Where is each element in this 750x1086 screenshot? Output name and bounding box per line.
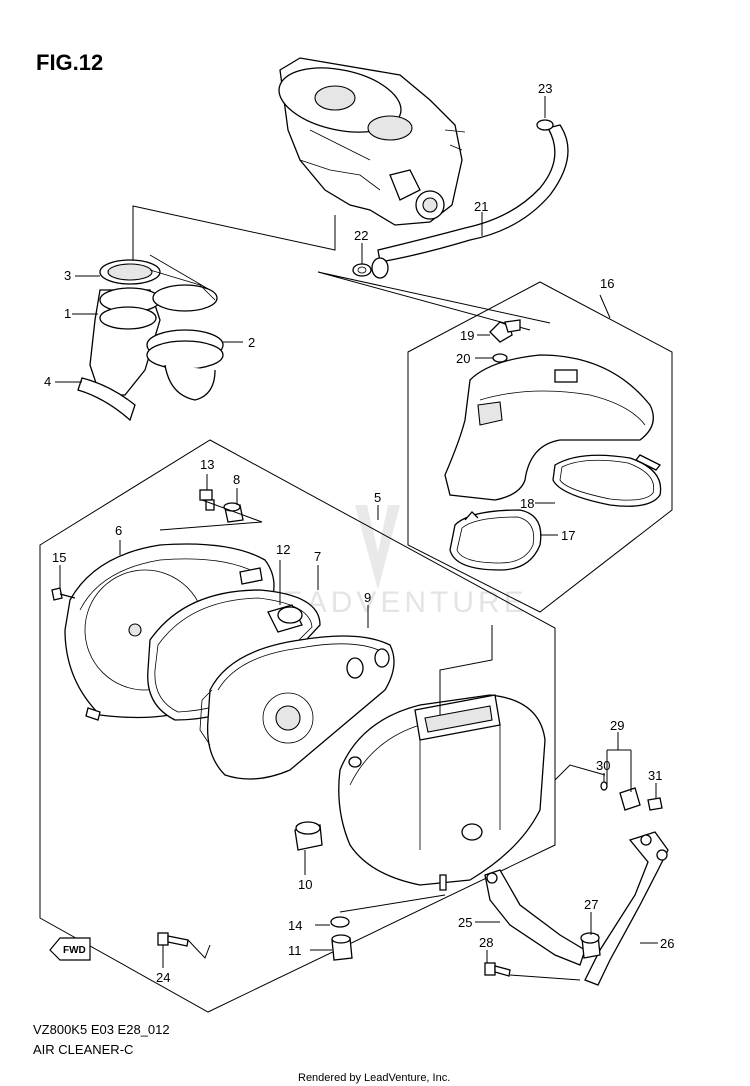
callout-13: 13 <box>200 457 214 472</box>
bolt-28 <box>484 962 511 977</box>
leader-29 <box>606 732 632 792</box>
box-16-outline <box>407 281 673 613</box>
callout-20: 20 <box>456 351 470 366</box>
intake-pipe-assembly <box>77 254 224 422</box>
leader-case-bracket <box>554 764 606 781</box>
callout-7: 7 <box>314 549 321 564</box>
callout-24: 24 <box>156 970 170 985</box>
callout-23: 23 <box>538 81 552 96</box>
callout-5: 5 <box>374 490 381 505</box>
o-ring-18 <box>552 454 662 507</box>
credit-text: Rendered by LeadVenture, Inc. <box>298 1072 450 1084</box>
callout-8: 8 <box>233 472 240 487</box>
callout-15: 15 <box>52 550 66 565</box>
air-cleaner-case <box>338 694 546 891</box>
screw-31 <box>647 797 663 811</box>
leader-duct-to-case <box>439 625 493 715</box>
leader-drain <box>339 894 446 913</box>
clamp-22 <box>352 263 372 277</box>
callout-19: 19 <box>460 328 474 343</box>
callout-28: 28 <box>479 935 493 950</box>
callout-29: 29 <box>610 718 624 733</box>
model-code: VZ800K5 E03 E28_012 <box>33 1022 170 1037</box>
callout-2: 2 <box>248 335 255 350</box>
carburetor-assembly <box>278 57 466 226</box>
callout-26: 26 <box>660 936 674 951</box>
callout-30: 30 <box>596 758 610 773</box>
callout-10: 10 <box>298 877 312 892</box>
grommet-27 <box>580 932 601 959</box>
cap-11 <box>331 934 353 961</box>
fitting-19 <box>489 319 521 343</box>
box-main-outline <box>39 439 556 1013</box>
callout-4: 4 <box>44 374 51 389</box>
bushing-8 <box>223 502 244 523</box>
callout-labels: 1 2 3 4 5 6 7 8 9 10 11 12 13 14 15 16 1… <box>44 81 674 985</box>
callout-16: 16 <box>600 276 614 291</box>
leader-hose-area <box>317 271 551 331</box>
leader-bolt-24-box <box>187 939 211 959</box>
callout-14: 14 <box>288 918 302 933</box>
leader-bolts-box <box>159 499 263 531</box>
callout-22: 22 <box>354 228 368 243</box>
callout-1: 1 <box>64 306 71 321</box>
washer-30 <box>600 781 608 791</box>
fwd-arrow-icon: FWD <box>49 937 91 961</box>
screw-15 <box>51 587 76 601</box>
grommet-10 <box>294 821 323 851</box>
callout-12: 12 <box>276 542 290 557</box>
section-name: AIR CLEANER-C <box>33 1042 133 1057</box>
figure-title: FIG.12 <box>36 50 103 75</box>
callout-3: 3 <box>64 268 71 283</box>
callout-25: 25 <box>458 915 472 930</box>
callout-18: 18 <box>520 496 534 511</box>
callout-27: 27 <box>584 897 598 912</box>
clamp-14 <box>330 916 350 928</box>
nut-29 <box>619 787 641 811</box>
leader-bolt-28 <box>509 974 581 981</box>
callout-31: 31 <box>648 768 662 783</box>
intake-duct-16 <box>444 354 654 501</box>
bracket-26 <box>584 831 669 986</box>
element-9 <box>199 635 395 780</box>
fwd-label: FWD <box>63 945 86 956</box>
callout-17: 17 <box>561 528 575 543</box>
hose-21 <box>371 119 569 279</box>
o-ring-17 <box>449 509 542 571</box>
callout-6: 6 <box>115 523 122 538</box>
leader-16 <box>599 294 611 319</box>
callout-21: 21 <box>474 199 488 214</box>
bolt-13 <box>199 489 215 511</box>
bracket-25 <box>484 869 586 966</box>
bolt-24 <box>157 932 189 947</box>
leader-carb-to-intake <box>132 205 336 262</box>
hose-12 <box>267 604 303 633</box>
callout-11: 11 <box>288 943 302 958</box>
callout-9: 9 <box>364 590 371 605</box>
washer-20 <box>492 353 508 363</box>
